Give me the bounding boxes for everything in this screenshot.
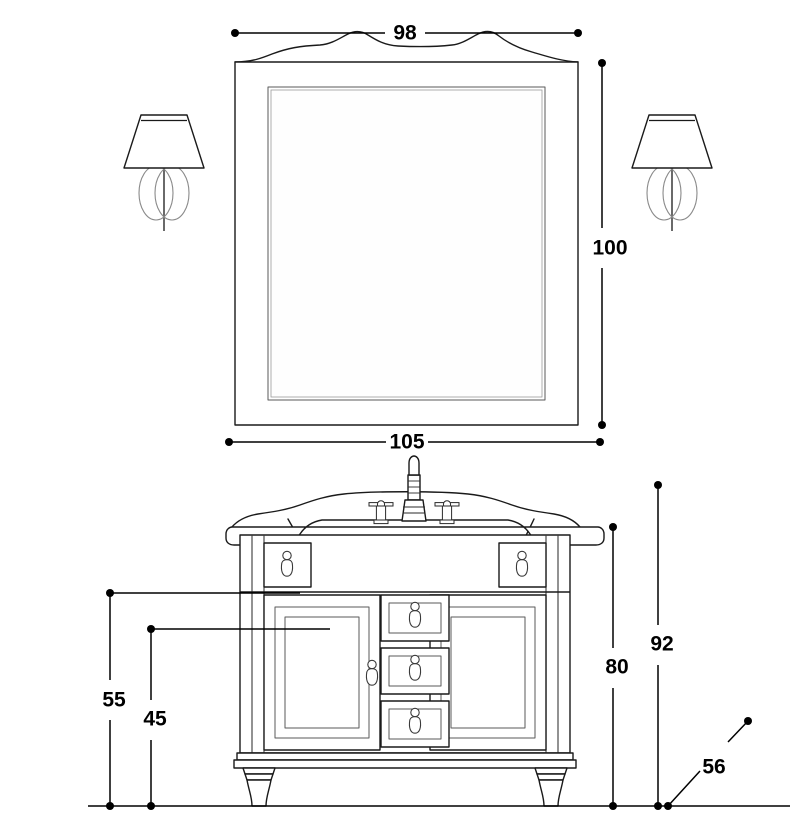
dimension-56: 56 <box>664 717 752 810</box>
dimension-80: 80 <box>605 523 629 810</box>
dimension-100: 100 <box>592 59 628 429</box>
dimension-92: 92 <box>650 481 674 810</box>
dimension-105-label: 105 <box>389 431 424 454</box>
upper-drawer-right[interactable] <box>498 542 547 588</box>
dimension-80-label: 80 <box>605 656 628 679</box>
drawer-middle[interactable] <box>380 647 450 695</box>
drawer-bottom[interactable] <box>380 700 450 748</box>
dimension-98: 98 <box>231 22 582 45</box>
dimension-105: 105 <box>225 431 604 454</box>
vanity-leg-left <box>242 767 276 807</box>
mirror-crest <box>234 30 579 63</box>
vanity-plinth-upper <box>236 752 574 761</box>
mirror-glass <box>270 89 543 398</box>
vanity-leg-right <box>534 767 568 807</box>
cabinet-door-left[interactable] <box>263 594 381 751</box>
vanity-plinth-lower <box>233 759 577 769</box>
vanity-countertop <box>225 519 605 546</box>
wall-lamp-right <box>631 114 713 232</box>
dimension-55: 55 <box>102 589 300 810</box>
wall-lamp-left <box>123 114 205 232</box>
vanity-backsplash <box>231 491 581 528</box>
vanity-assembly <box>225 455 605 807</box>
dimension-98-label: 98 <box>393 22 417 45</box>
mirror-frame-inner-bevel <box>267 86 546 401</box>
dimension-45-label: 45 <box>143 708 167 731</box>
dimension-100-label: 100 <box>592 237 627 260</box>
drawer-top[interactable] <box>380 594 450 642</box>
dimension-56-label: 56 <box>702 756 725 779</box>
faucet <box>401 455 427 522</box>
dimension-92-label: 92 <box>650 633 673 656</box>
upper-drawer-left[interactable] <box>263 542 312 588</box>
dimension-55-label: 55 <box>102 689 126 712</box>
dimension-45: 45 <box>143 625 330 810</box>
mirror-assembly <box>234 30 579 426</box>
